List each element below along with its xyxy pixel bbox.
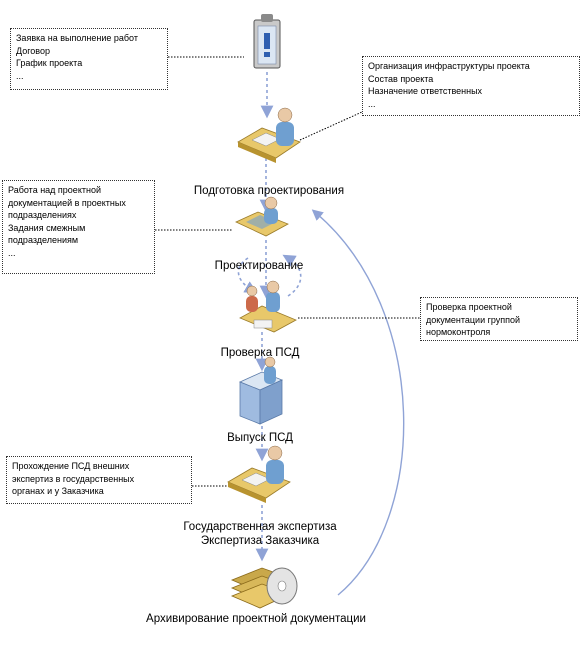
people-meeting-icon bbox=[239, 280, 297, 333]
archive-cd-icon bbox=[230, 567, 298, 609]
return-arc bbox=[311, 209, 405, 596]
stage-design: Проектирование bbox=[214, 260, 304, 272]
stage-archive: Архивирование проектной документации bbox=[146, 613, 366, 625]
clipboard-alert-icon bbox=[253, 14, 281, 69]
note-leaders bbox=[155, 56, 420, 487]
person-at-desk-icon bbox=[227, 445, 291, 503]
person-at-desk-icon bbox=[237, 107, 301, 163]
stage-expertise-customer: Экспертиза Заказчика bbox=[200, 535, 320, 547]
rework-loop-right bbox=[282, 254, 302, 297]
note-organization: Организация инфраструктуры проекта Соста… bbox=[362, 56, 580, 116]
stage-check: Проверка ПСД bbox=[220, 347, 300, 359]
stage-preparation: Подготовка проектирования bbox=[193, 185, 345, 197]
note-norm-control: Проверка проектной документации группой … bbox=[420, 297, 578, 341]
note-design-work: Работа над проектной документацией в про… bbox=[2, 180, 155, 274]
plotter-icon bbox=[238, 356, 284, 425]
stage-expertise-state: Государственная экспертиза bbox=[183, 521, 337, 533]
stage-release: Выпуск ПСД bbox=[227, 432, 293, 444]
leader-organization bbox=[299, 111, 363, 141]
note-expertise: Прохождение ПСД внешних экспертиз в госу… bbox=[6, 456, 192, 504]
person-drafting-icon bbox=[235, 196, 289, 237]
note-contract: Заявка на выполнение работ Договор Графи… bbox=[10, 28, 168, 90]
